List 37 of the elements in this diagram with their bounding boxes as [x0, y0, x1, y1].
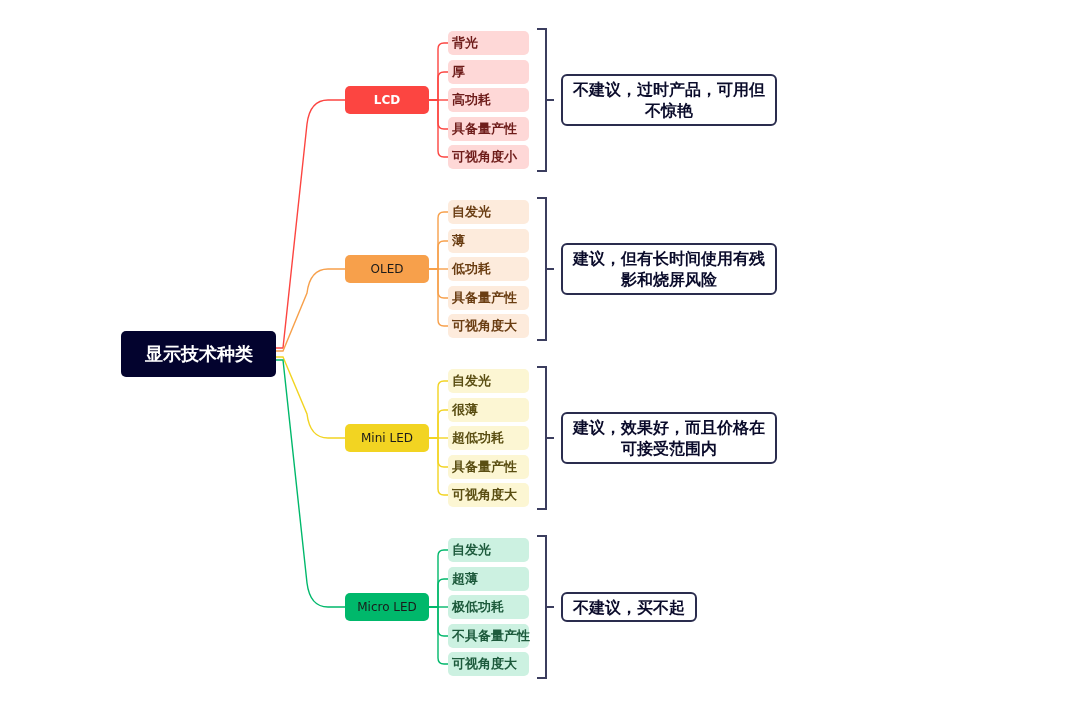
subtopic-box: 自发光: [448, 369, 529, 393]
summary-box: 建议，但有长时间使用有残影和烧屏风险: [561, 243, 777, 295]
branch-connector: [428, 437, 449, 496]
subtopic-box: 自发光: [448, 538, 529, 562]
subtopic-box: 超薄: [448, 567, 529, 591]
subtopic-box: 厚: [448, 60, 529, 84]
subtopic-box: 具备量产性: [448, 455, 529, 479]
branch-connector: [428, 99, 449, 158]
subtopic-box: 背光: [448, 31, 529, 55]
branch-connector: [428, 268, 449, 327]
summary-box: 建议，效果好，而且价格在可接受范围内: [561, 412, 777, 464]
subtopic-box: 薄: [448, 229, 529, 253]
root-topic-box: 显示技术种类: [121, 331, 276, 377]
branch-connector: [275, 99, 346, 349]
summary-box: 不建议，买不起: [561, 592, 697, 622]
subtopic-box: 超低功耗: [448, 426, 529, 450]
branch-connector: [428, 606, 449, 665]
branch-topic-box: Micro LED: [345, 593, 429, 621]
summary-box: 不建议，过时产品，可用但不惊艳: [561, 74, 777, 126]
subtopic-box: 自发光: [448, 200, 529, 224]
branch-topic-box: OLED: [345, 255, 429, 283]
subtopic-box: 具备量产性: [448, 117, 529, 141]
subtopic-box: 不具备量产性: [448, 624, 529, 648]
branch-connector: [275, 359, 346, 608]
branch-connector: [275, 268, 346, 352]
subtopic-box: 可视角度小: [448, 145, 529, 169]
subtopic-box: 可视角度大: [448, 314, 529, 338]
branch-connector: [275, 356, 346, 439]
subtopic-box: 具备量产性: [448, 286, 529, 310]
subtopic-box: 高功耗: [448, 88, 529, 112]
subtopic-box: 极低功耗: [448, 595, 529, 619]
subtopic-box: 很薄: [448, 398, 529, 422]
subtopic-box: 可视角度大: [448, 652, 529, 676]
branch-topic-box: Mini LED: [345, 424, 429, 452]
subtopic-box: 低功耗: [448, 257, 529, 281]
subtopic-box: 可视角度大: [448, 483, 529, 507]
branch-topic-box: LCD: [345, 86, 429, 114]
